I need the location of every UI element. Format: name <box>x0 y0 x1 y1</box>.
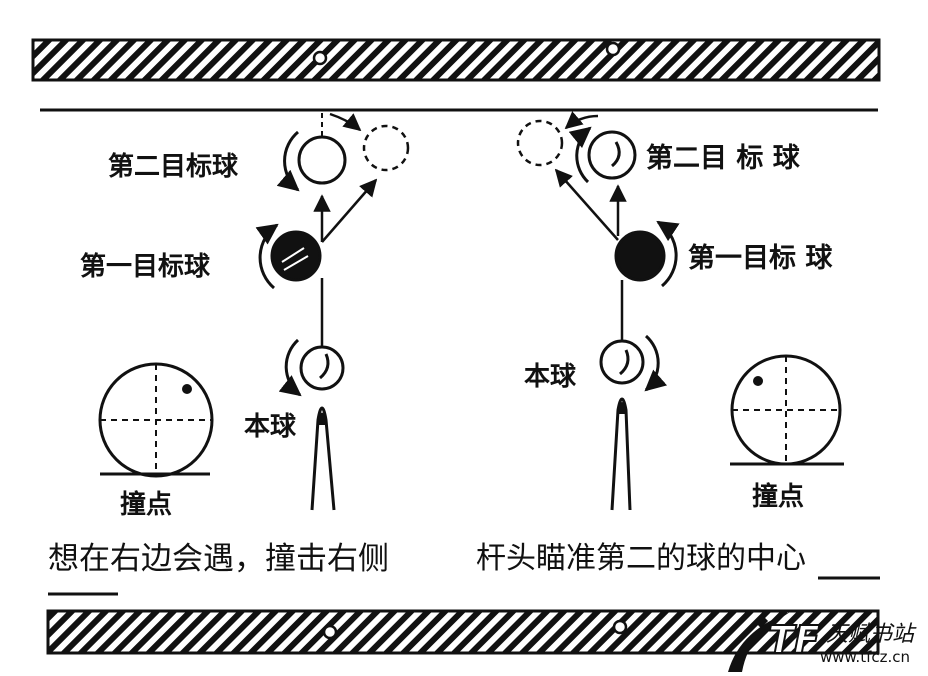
right-deflection-arrow <box>554 168 619 241</box>
bottom-rail-hatch <box>46 609 880 655</box>
bottom-rail <box>46 576 880 655</box>
left-cue-ball-label: 本球 <box>244 412 297 442</box>
watermark-swoosh <box>728 612 790 672</box>
right-second-target-ball <box>587 130 637 180</box>
watermark-url: www.tfcz.cn <box>820 648 910 666</box>
left-contact-label: 撞点 <box>120 490 173 520</box>
left-caption: 想在右边会遇，撞击右侧 <box>48 541 389 577</box>
left-second-ball-label: 第二目标球 <box>108 152 239 182</box>
top-rail-diamond-left <box>312 50 328 66</box>
watermark-star <box>753 613 769 629</box>
right-cue-ball <box>599 339 645 385</box>
left-ghost-arrow <box>329 112 362 132</box>
left-first-ball-label: 第一目标球 <box>80 252 211 282</box>
right-cue-tip <box>617 402 627 414</box>
right-second-ball-spin-arrow <box>568 126 592 184</box>
left-cue-ball <box>299 345 345 391</box>
right-first-ball-spin-arrow <box>656 220 680 288</box>
right-cue-ball-spin-mark <box>618 349 630 376</box>
left-cue-tip <box>317 412 327 425</box>
bottom-rail-diamond-right <box>612 619 628 635</box>
left-cue-stick <box>310 406 336 511</box>
watermark-logo <box>728 612 790 672</box>
top-rail <box>31 38 881 112</box>
right-cue-ball-spin-arrow <box>644 334 668 392</box>
bottom-rail-diamond-left <box>322 624 338 640</box>
right-first-ball-label: 第一目标 球 <box>688 243 833 274</box>
left-cue-ball-spin-mark <box>318 353 330 380</box>
right-contact-point-dot <box>753 376 763 386</box>
right-cue-stick <box>610 397 632 511</box>
right-diagram <box>516 111 844 511</box>
left-contact-point-dot <box>182 384 192 394</box>
left-diagram <box>98 110 410 511</box>
right-contact-label: 撞点 <box>752 482 805 512</box>
right-second-ball-label: 第二目 标 球 <box>646 143 800 174</box>
right-caption: 杆头瞄准第二的球的中心 <box>476 541 806 576</box>
left-ghost-ball <box>362 124 410 172</box>
left-first-ball-highlight <box>281 247 309 271</box>
left-second-ball-spin-arrow <box>276 130 300 192</box>
right-second-ball-spin-mark <box>610 141 621 168</box>
top-rail-hatch <box>31 38 881 82</box>
watermark-site-name: 天赋书站 <box>826 622 915 647</box>
left-second-target-ball <box>297 135 347 185</box>
right-cue-ball-label: 本球 <box>524 362 577 392</box>
right-first-target-ball <box>614 230 666 282</box>
right-ghost-arrow <box>564 111 599 130</box>
right-ghost-ball <box>516 119 564 167</box>
left-first-target-ball <box>270 230 322 282</box>
left-deflection-arrow <box>321 178 378 243</box>
watermark-logo-text: TF <box>767 617 821 663</box>
left-first-ball-spin-arrow <box>255 223 279 290</box>
left-cue-ball-spin-arrow <box>278 338 302 397</box>
top-rail-diamond-right <box>605 41 621 57</box>
